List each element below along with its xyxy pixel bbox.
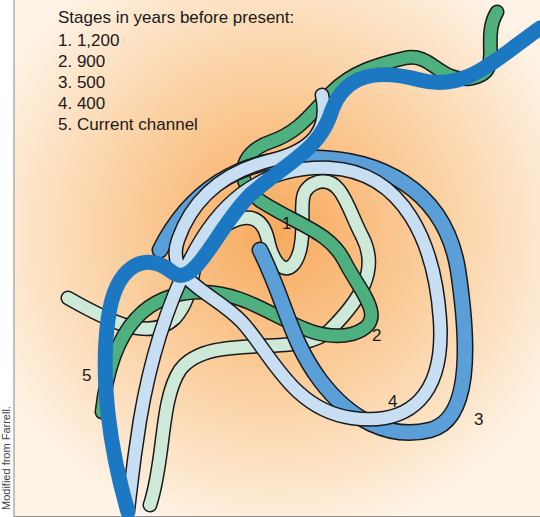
frame-line [14, 516, 540, 517]
channel-4 [128, 95, 440, 510]
key-entry: 3. 500 [58, 73, 105, 93]
channel-number: 2 [372, 326, 381, 346]
credit-line: Modified from Farrell. [0, 406, 13, 510]
channel-number: 1 [282, 214, 291, 234]
key-entry: 1. 1,200 [58, 31, 119, 51]
key-entry: 4. 400 [58, 94, 105, 114]
frame-line [14, 0, 15, 517]
channel-number: 4 [388, 392, 397, 412]
key-entry: 2. 900 [58, 52, 105, 72]
channel-5 [105, 28, 540, 512]
channel-outline [128, 95, 440, 510]
ground [14, 0, 540, 517]
channel-number: 5 [82, 366, 91, 386]
key-entry: 5. Current channel [58, 115, 198, 135]
key-heading: Stages in years before present: [58, 8, 294, 28]
channel-number: 3 [474, 410, 483, 430]
